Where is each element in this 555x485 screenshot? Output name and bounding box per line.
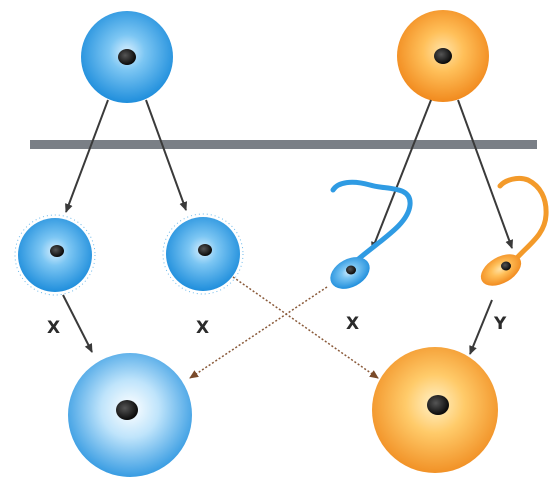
arrow-egg-to-zygote-xx	[62, 294, 93, 353]
gamete-label-sperm-y: Y	[493, 314, 507, 334]
nucleus-icon	[346, 265, 356, 275]
egg-cell-2	[162, 213, 244, 295]
nucleus-icon	[50, 245, 64, 257]
male-zygote	[372, 347, 498, 473]
nucleus-icon	[116, 400, 138, 420]
nucleus-icon	[434, 48, 452, 64]
sperm-cell-y	[480, 175, 549, 286]
female-zygote	[68, 353, 192, 477]
arrow-female-to-egg-2	[145, 99, 188, 211]
meiosis-divider	[30, 140, 537, 149]
arrow-male-to-sperm-x	[371, 99, 432, 251]
parent-to-gamete-arrows	[65, 99, 514, 251]
arrow-sperm-y-to-zygote-xy	[469, 299, 493, 355]
nucleus-icon	[427, 395, 449, 415]
arrow-female-to-egg-1	[65, 99, 109, 213]
arrow-sperm-x-to-zygote-xx	[189, 286, 328, 379]
female-parent-cell	[81, 11, 173, 103]
gamete-label-egg-2: X	[196, 318, 209, 338]
male-parent-cell	[397, 10, 489, 102]
gamete-label-sperm-x: X	[346, 314, 359, 334]
egg-cell-1	[14, 214, 96, 296]
fertilization-arrows	[62, 276, 493, 379]
sperm-cell-x	[330, 179, 413, 289]
nucleus-icon	[501, 261, 511, 271]
nucleus-icon	[198, 244, 212, 256]
gamete-label-egg-1: X	[47, 318, 60, 338]
nucleus-icon	[118, 49, 136, 65]
arrow-male-to-sperm-y	[457, 99, 514, 249]
arrow-egg-to-zygote-xy	[232, 276, 379, 379]
